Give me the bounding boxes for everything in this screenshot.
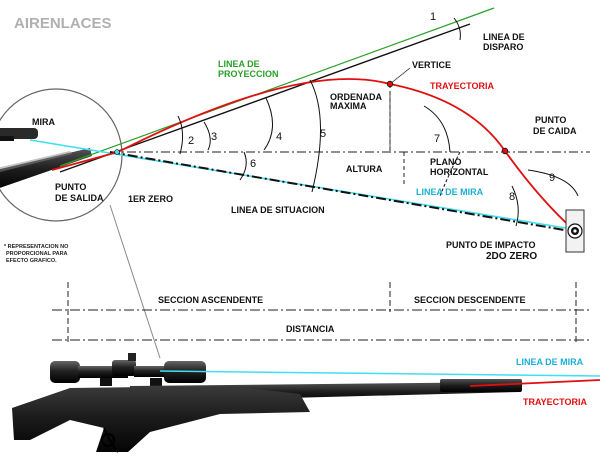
brand-title: AIRENLACES <box>14 15 112 32</box>
label-primer-zero: 1ER ZERO <box>128 194 173 204</box>
label-linea-de-disparo-2: DISPARO <box>483 42 523 52</box>
angle-number-7: 7 <box>434 133 440 145</box>
label-linea-de-proyeccion-2: PROYECCION <box>218 69 279 79</box>
angle-number-1: 1 <box>430 11 436 23</box>
note-line-2: PROPORCIONAL PARA <box>6 251 68 257</box>
label-linea-de-disparo-1: LINEA DE <box>483 32 525 42</box>
angle-number-5: 5 <box>320 128 326 140</box>
angle-arcs <box>177 17 579 227</box>
line-of-situation <box>109 151 577 233</box>
bottom-trajectory-line <box>469 379 600 387</box>
angle-number-4: 4 <box>276 131 282 143</box>
vertex-pointer <box>389 67 411 85</box>
diagram-labels: LINEA DE DISPARO LINEA DE PROYECCION VER… <box>4 32 577 264</box>
label-altura: ALTURA <box>346 164 383 174</box>
label-seccion-descendente: SECCION DESCENDENTE <box>414 295 526 305</box>
section-ruler: SECCION ASCENDENTE SECCION DESCENDENTE D… <box>52 282 592 342</box>
angle-number-8: 8 <box>509 191 515 203</box>
trajectory-curve <box>51 78 577 233</box>
label-linea-de-proyeccion-1: LINEA DE <box>218 59 260 69</box>
target-icon <box>565 209 585 253</box>
label-ordenada-maxima-1: ORDENADA <box>330 92 383 102</box>
label-mira: MIRA <box>32 117 55 127</box>
label-trayectoria: TRAYECTORIA <box>430 81 495 91</box>
label-punto-de-salida-2: DE SALIDA <box>55 193 104 203</box>
label-vertice: VERTICE <box>412 60 451 70</box>
muzzle-magnifier <box>0 88 161 359</box>
label-linea-de-situacion: LINEA DE SITUACION <box>231 205 325 215</box>
fall-point <box>501 147 509 155</box>
label-distancia: DISTANCIA <box>286 324 335 334</box>
label-plano-horizontal-2: HORIZONTAL <box>430 167 489 177</box>
bottom-sight-line <box>159 370 600 377</box>
angle-number-2: 2 <box>188 135 194 147</box>
label-punto-de-caida-1: PUNTO <box>535 115 566 125</box>
vertex-point <box>386 80 394 88</box>
label-ordenada-maxima-2: MAXIMA <box>330 101 367 111</box>
sight-line <box>29 139 579 231</box>
label-punto-de-impacto: PUNTO DE IMPACTO <box>446 240 536 250</box>
label-plano-horizontal-1: PLANO <box>430 157 462 167</box>
angle-numbers: 1 2 3 4 5 6 7 8 9 <box>188 11 555 203</box>
label-bottom-trayectoria: TRAYECTORIA <box>523 397 588 407</box>
label-punto-de-salida-1: PUNTO <box>55 182 86 192</box>
angle-number-3: 3 <box>211 131 217 143</box>
angle-number-9: 9 <box>549 172 555 184</box>
label-seccion-ascendente: SECCION ASCENDENTE <box>158 295 263 305</box>
angle-number-6: 6 <box>250 158 256 170</box>
label-segundo-zero: 2DO ZERO <box>486 251 537 262</box>
rifle-illustration <box>12 353 522 453</box>
label-bottom-linea-de-mira: LINEA DE MIRA <box>516 357 584 367</box>
magnified-rifle-icon <box>0 128 92 188</box>
label-linea-de-mira: LINEA DE MIRA <box>416 187 484 197</box>
first-zero-point <box>114 149 120 155</box>
note-line-1: * REPRESENTACION NO <box>4 244 69 250</box>
note-line-3: EFECTO GRAFICO. <box>6 258 57 264</box>
label-punto-de-caida-2: DE CAIDA <box>533 126 577 136</box>
projection-line <box>59 7 495 167</box>
